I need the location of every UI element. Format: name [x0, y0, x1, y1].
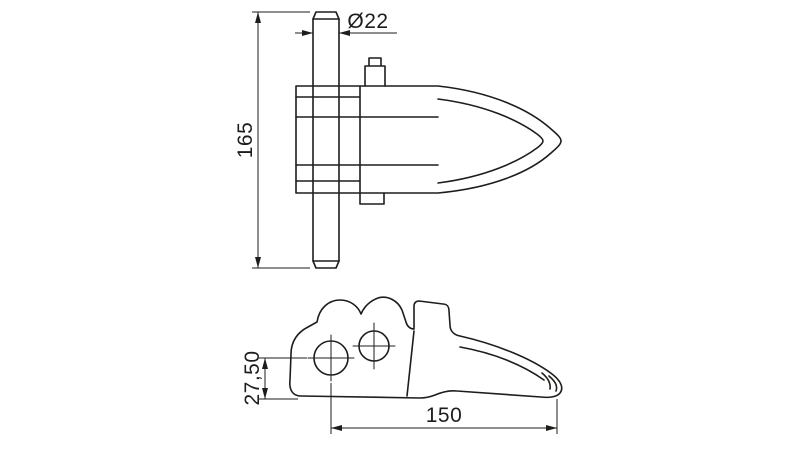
- rod-chamfer-lines: [312, 18, 340, 262]
- dimension-label-overall-length: 165: [234, 122, 257, 159]
- body-divider-line: [406, 330, 415, 397]
- hole-centerlines: [307, 322, 396, 382]
- arrowheads: [255, 12, 557, 431]
- dimension-lines: [252, 11, 558, 434]
- clamp-body-outline: [295, 85, 562, 194]
- grease-stud: [364, 57, 386, 87]
- rod-outline: [312, 11, 340, 269]
- handle-inner-line: [459, 346, 545, 381]
- front-view: [295, 11, 562, 269]
- side-view: [289, 296, 563, 399]
- jaw-inner-contour: [437, 98, 544, 184]
- side-profile-outline: [289, 296, 563, 399]
- dimension-arrowheads: [255, 12, 557, 431]
- dimension-label-body-length: 150: [426, 404, 463, 427]
- dimension-label-diameter: Ø22: [347, 10, 388, 33]
- dimension-label-base-height: 27,50: [241, 350, 264, 405]
- body-length-dimension-lines: [330, 383, 558, 434]
- handle-tip-lines: [541, 372, 558, 392]
- pivot-boss: [359, 192, 385, 205]
- housing-plate-lines: [295, 85, 439, 194]
- overall-length-dimension-lines: [252, 11, 310, 269]
